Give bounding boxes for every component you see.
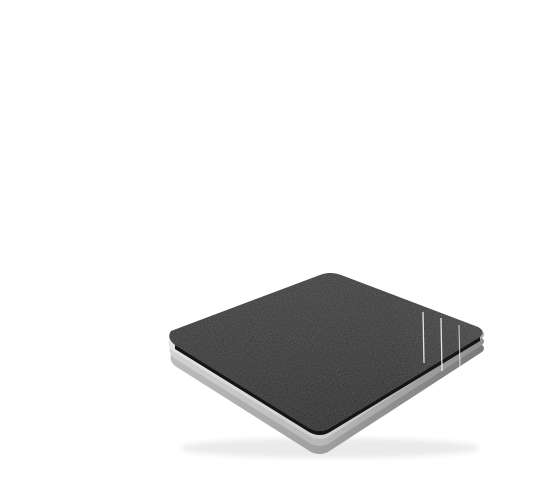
textured-top-surface [169, 273, 483, 435]
highlight-streaks [422, 311, 461, 372]
